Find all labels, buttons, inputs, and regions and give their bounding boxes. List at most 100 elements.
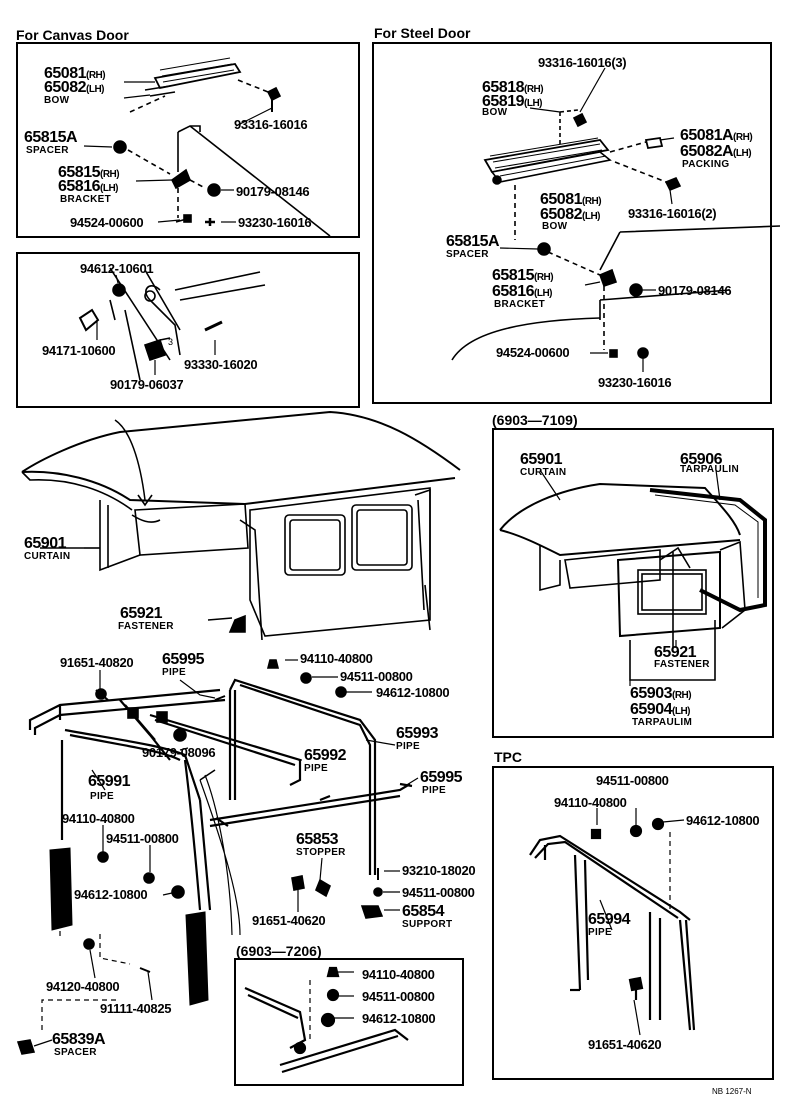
steel-screw: 93230-16016 xyxy=(598,375,672,390)
soft-top-drawing xyxy=(21,410,461,641)
pipe-c-name: PIPE xyxy=(304,763,328,774)
steel-bow-lh: 65819(LH) xyxy=(482,93,543,110)
canvas-nut: 90179-08146 xyxy=(236,184,310,199)
steel-packing-name: PACKING xyxy=(682,159,730,170)
steel-door-drawing xyxy=(451,109,781,361)
pv-spring: 94612-10800 xyxy=(362,1011,436,1026)
steel-nut: 90179-08146 xyxy=(658,283,732,298)
pipe-spring-a: 94612-10800 xyxy=(376,685,450,700)
bracket-detail-drawing: 3 xyxy=(78,267,266,381)
variant-tarp-lh: 65904(LH) xyxy=(630,701,691,718)
canvas-bow-name: BOW xyxy=(44,95,70,106)
pipe-d-name: PIPE xyxy=(422,785,446,796)
canvas-bracket-lh: 65816(LH) xyxy=(58,178,119,195)
tpc-drawing xyxy=(529,817,696,1031)
tpc-nut: 94110-40800 xyxy=(554,795,627,810)
steel-washer: 94524-00600 xyxy=(496,345,570,360)
pv-nut: 94110-40800 xyxy=(362,967,435,982)
steel-spacer-name: SPACER xyxy=(446,249,489,260)
pipe-e-name: PIPE xyxy=(90,791,114,802)
detail-p4: 90179-06037 xyxy=(110,377,184,392)
pipe-spacer: 65839A xyxy=(52,1031,106,1048)
tpc-bolt: 91651-40620 xyxy=(588,1037,662,1052)
main-curtain-name: CURTAIN xyxy=(24,551,71,562)
canvas-screw: 93230-16016 xyxy=(238,215,312,230)
steel-door-box xyxy=(372,42,772,404)
steel-packing-lh: 65082A(LH) xyxy=(680,143,752,160)
steel-bracket-rh: 65815(RH) xyxy=(492,267,554,284)
pipe-spacer-name: SPACER xyxy=(54,1047,97,1058)
pipe-washer-a: 94511-00800 xyxy=(340,669,413,684)
leader-lines xyxy=(33,67,721,1047)
steel-bow2-lh: 65082(LH) xyxy=(540,206,601,223)
pipe-support: 65854 xyxy=(402,903,445,920)
pipe-support-name: SUPPORT xyxy=(402,919,453,930)
canvas-bow-lh: 65082(LH) xyxy=(44,79,105,96)
variant-curtain: 65901 xyxy=(520,451,563,468)
pipe-washer-c: 94511-00800 xyxy=(106,831,179,846)
steel-bow-rh: 65818(RH) xyxy=(482,79,544,96)
detail-p2: 94171-10600 xyxy=(42,343,116,358)
tpc-spring: 94612-10800 xyxy=(686,813,760,828)
variant-tarp-rh: 65903(RH) xyxy=(630,685,692,702)
pipe-nut-b: 90179-08096 xyxy=(142,745,216,760)
variant-curtain-name: CURTAIN xyxy=(520,467,567,478)
pipe-stopper: 65853 xyxy=(296,831,339,848)
canvas-bolt: 93316-16016 xyxy=(234,117,308,132)
tpc-header: TPC xyxy=(494,749,522,765)
footer-code: NB 1267-N xyxy=(712,1087,752,1096)
variant-fastener-name: FASTENER xyxy=(654,659,710,670)
steel-bolt-top: 93316-16016(3) xyxy=(538,55,627,70)
variant-fastener: 65921 xyxy=(654,644,697,661)
curtain-variant-drawing xyxy=(499,482,767,681)
pipe-variant-header: (6903—7206) xyxy=(236,943,322,959)
steel-bolt2: 93316-16016(2) xyxy=(628,206,717,221)
main-curtain: 65901 xyxy=(24,535,67,552)
bracket-detail-box xyxy=(16,252,360,408)
canvas-washer: 94524-00600 xyxy=(70,215,144,230)
curtain-variant-header: (6903—7109) xyxy=(492,412,578,428)
pipe-washer-s: 94511-00800 xyxy=(402,885,475,900)
steel-bracket-name: BRACKET xyxy=(494,299,545,310)
canvas-spacer: 65815A xyxy=(24,129,78,146)
canvas-bracket-name: BRACKET xyxy=(60,194,111,205)
steel-door-header: For Steel Door xyxy=(374,25,471,41)
pipe-a: 65995 xyxy=(162,651,205,668)
steel-packing-rh: 65081A(RH) xyxy=(680,127,753,144)
steel-bow2-rh: 65081(RH) xyxy=(540,191,602,208)
main-fastener: 65921 xyxy=(120,605,163,622)
steel-bow-name: BOW xyxy=(482,107,508,118)
canvas-bow-rh: 65081(RH) xyxy=(44,65,106,82)
pipe-c: 65992 xyxy=(304,747,347,764)
main-fastener-name: FASTENER xyxy=(118,621,174,632)
pipe-bolt-s: 91651-40620 xyxy=(252,913,326,928)
pipe-variant-box xyxy=(234,958,464,1086)
pipe-nut-c: 94110-40800 xyxy=(62,811,135,826)
detail-p1: 94612-10601 xyxy=(80,261,154,276)
pv-washer: 94511-00800 xyxy=(362,989,435,1004)
tpc-pipe-name: PIPE xyxy=(588,927,612,938)
pipe-e: 65991 xyxy=(88,773,131,790)
pipe-b-name: PIPE xyxy=(396,741,420,752)
pipe-bolt-d: 91111-40825 xyxy=(100,1001,172,1016)
canvas-spacer-name: SPACER xyxy=(26,145,69,156)
canvas-door-box xyxy=(16,42,360,238)
pipe-a-name: PIPE xyxy=(162,667,186,678)
pipe-d: 65995 xyxy=(420,769,463,786)
svg-text:3: 3 xyxy=(168,337,173,347)
pipe-screw-s: 93210-18020 xyxy=(402,863,476,878)
pipe-frame-drawing xyxy=(28,678,413,1006)
variant-tarpaulin-name: TARPAULIN xyxy=(680,464,739,475)
steel-bow2-name: BOW xyxy=(542,221,568,232)
pipe-bolt-a: 91651-40820 xyxy=(60,655,134,670)
steel-bracket-lh: 65816(LH) xyxy=(492,283,553,300)
pipe-b: 65993 xyxy=(396,725,439,742)
steel-spacer: 65815A xyxy=(446,233,500,250)
variant-tarpaulin: 65906 xyxy=(680,451,723,468)
pipe-stopper-name: STOPPER xyxy=(296,847,346,858)
detail-p3: 93330-16020 xyxy=(184,357,258,372)
canvas-door-header: For Canvas Door xyxy=(16,27,129,43)
tpc-box xyxy=(492,766,774,1080)
